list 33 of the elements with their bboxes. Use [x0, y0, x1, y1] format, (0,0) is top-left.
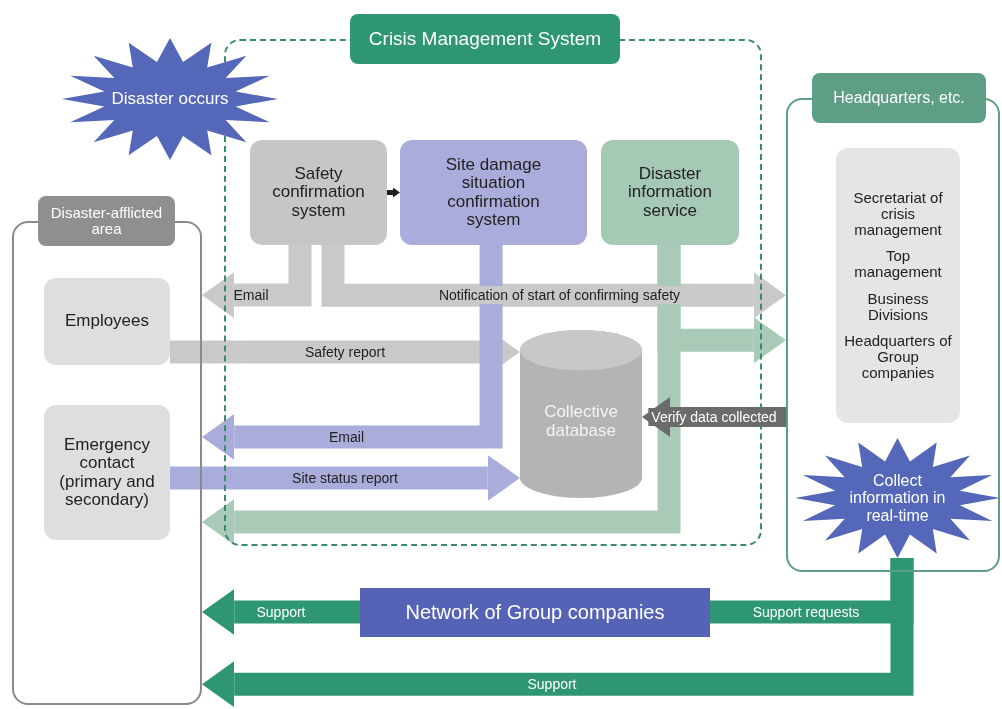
arrow [321, 245, 786, 319]
arrow [387, 187, 400, 198]
arrow [202, 558, 914, 708]
box-text: Site damage situation confirmation system [444, 155, 543, 230]
starburst-text: Collect information in real-time [848, 471, 947, 525]
member-name: Business Divisions [866, 290, 930, 323]
arrow [202, 245, 681, 545]
starburst-text: Disaster occurs [110, 89, 230, 109]
edge-label: Site status report [289, 469, 401, 488]
box-text: Employees [64, 312, 150, 331]
box-text: Safety confirmation system [271, 164, 366, 221]
member-name: Headquarters of Group companies [843, 332, 953, 382]
arrow [202, 245, 312, 319]
process-box [44, 278, 170, 365]
box-text: Disaster information service [626, 164, 714, 221]
box-text: Network of Group companies [405, 601, 665, 624]
process-box [601, 140, 739, 245]
arrow [202, 245, 503, 460]
arrow [202, 589, 360, 635]
group-title: Headquarters, etc. [812, 73, 986, 123]
process-box [44, 405, 170, 540]
arrow [642, 397, 786, 437]
process-box [400, 140, 587, 245]
group-title: Crisis Management System [350, 14, 620, 64]
member-name: Top management [853, 248, 943, 281]
box-text: Emergency contact (primary and secondary) [58, 435, 156, 510]
member-list-panel [836, 148, 960, 423]
group-title: Disaster-afflicted area [38, 196, 175, 246]
process-box [250, 140, 387, 245]
database-label: Collective database [543, 403, 619, 441]
process-box [360, 588, 710, 637]
arrow [170, 455, 520, 501]
member-name: Secretariat of crisis management [852, 189, 944, 239]
